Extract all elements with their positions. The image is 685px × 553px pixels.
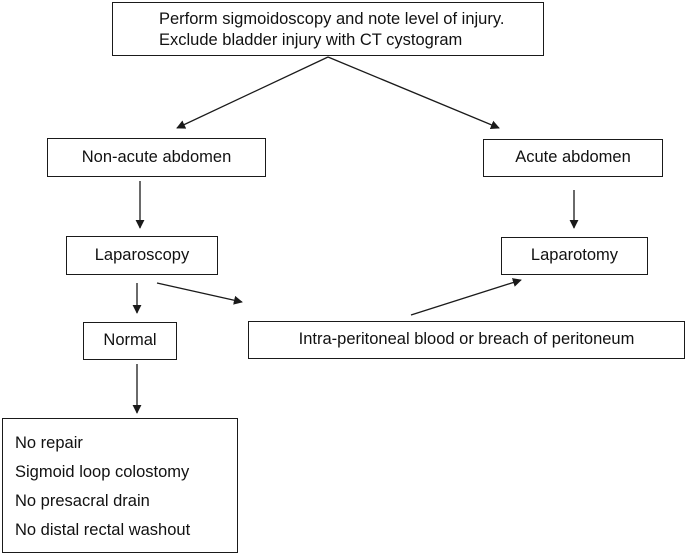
normal-label: Normal bbox=[103, 331, 157, 350]
outcome-item: No distal rectal washout bbox=[15, 521, 191, 539]
cystogram-step-text: Exclude bladder injury with CT cystogram bbox=[159, 31, 463, 49]
arrow-top-to-nonacute bbox=[176, 56, 329, 129]
normal-box: Normal bbox=[83, 322, 177, 360]
intraperitoneal-label: Intra-peritoneal blood or breach of peri… bbox=[298, 330, 635, 349]
sigmoidoscopy-step-box: Perform sigmoidoscopy and note level of … bbox=[112, 2, 544, 56]
acute-abdomen-box: Acute abdomen bbox=[483, 139, 663, 177]
management-outcome-box: No repair Sigmoid loop colostomy No pres… bbox=[2, 418, 238, 553]
non-acute-abdomen-box: Non-acute abdomen bbox=[47, 138, 266, 177]
intraperitoneal-box: Intra-peritoneal blood or breach of peri… bbox=[248, 321, 685, 359]
laparotomy-label: Laparotomy bbox=[530, 246, 619, 265]
arrow-top-to-acute bbox=[327, 56, 500, 130]
acute-abdomen-label: Acute abdomen bbox=[515, 148, 631, 167]
outcome-item: No repair bbox=[15, 434, 83, 452]
laparoscopy-label: Laparoscopy bbox=[94, 245, 190, 264]
outcome-item: No presacral drain bbox=[15, 492, 150, 510]
non-acute-abdomen-label: Non-acute abdomen bbox=[81, 147, 232, 166]
arrow-laparoscopy-to-intraperitoneal bbox=[156, 282, 243, 305]
outcome-item: Sigmoid loop colostomy bbox=[15, 463, 190, 481]
laparotomy-box: Laparotomy bbox=[501, 237, 648, 275]
laparoscopy-box: Laparoscopy bbox=[66, 236, 218, 275]
sigmoidoscopy-step-text: Perform sigmoidoscopy and note level of … bbox=[159, 10, 505, 28]
arrow-intraperitoneal-to-laparotomy bbox=[410, 278, 522, 316]
